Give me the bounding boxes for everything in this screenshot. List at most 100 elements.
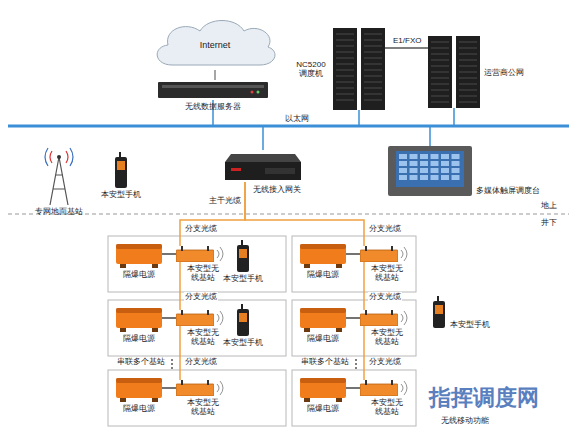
console-key: [441, 175, 449, 180]
device-label: 本安型手机: [101, 190, 141, 199]
power-foot: [336, 264, 342, 268]
base-station: 本安型无线基站: [176, 246, 214, 262]
server-slot: [336, 88, 354, 89]
note-label: 串联多个基站: [116, 357, 166, 366]
server-slot: [459, 54, 477, 55]
phone-body: [433, 301, 445, 328]
device-label: 隔爆电源: [123, 404, 155, 413]
connector: [180, 182, 245, 246]
handset: 本安型手机: [432, 296, 446, 328]
power-body: [116, 378, 162, 398]
connector: [346, 317, 360, 319]
device-label: Internet: [150, 15, 280, 70]
server-slot: [364, 40, 382, 41]
device-label: 本安型无线基站: [370, 398, 404, 416]
station-body: [360, 384, 398, 396]
bs-icon: [176, 380, 214, 396]
station-body: [176, 314, 214, 326]
server-slot: [431, 90, 449, 91]
power-foot: [304, 398, 310, 402]
gateway-ports: [265, 168, 295, 174]
phone-icon: [236, 240, 250, 272]
cable-label: 分支光缆: [184, 292, 218, 301]
device-label: 隔爆电源: [123, 270, 155, 279]
console-key: [431, 168, 439, 173]
console-key: [441, 168, 449, 173]
device-label: 无线接入网关: [253, 185, 301, 194]
station-antenna: [365, 310, 367, 315]
console-key: [420, 161, 428, 166]
device-label: 本安型手机: [223, 274, 263, 283]
station-antenna: [207, 246, 209, 251]
phone-body: [237, 245, 249, 272]
server-slot: [431, 96, 449, 97]
server-slot: [459, 60, 477, 61]
server-tower: [456, 36, 480, 108]
phone-icon: [432, 296, 446, 328]
console-key: [420, 168, 428, 173]
power-icon: [116, 306, 162, 332]
base-station: 本安型无线基站: [360, 310, 398, 326]
power-supply: 隔爆电源: [116, 242, 162, 268]
power-icon: [300, 306, 346, 332]
cable-label: 分支光缆: [368, 224, 402, 233]
server-slot: [459, 102, 477, 103]
rack-strip: [162, 85, 264, 88]
server-tower: [361, 28, 385, 110]
power-lid: [116, 244, 162, 249]
device-label: 隔爆电源: [307, 404, 339, 413]
station-body: [360, 314, 398, 326]
handset: 本安型手机: [114, 152, 128, 188]
server-slot: [459, 78, 477, 79]
ground-base-station: 专网地面基站: [42, 145, 76, 205]
connector: [214, 70, 216, 80]
server-slot: [431, 102, 449, 103]
server-slot: [459, 42, 477, 43]
power-lid: [300, 308, 346, 313]
device-label: 多媒体触屏调度台: [476, 186, 540, 195]
console-key: [420, 154, 428, 159]
power-foot: [120, 264, 126, 268]
server-slot: [459, 96, 477, 97]
server-slot: [364, 100, 382, 101]
device-label: 本安型无线基站: [370, 328, 404, 346]
bs-icon: [360, 380, 398, 396]
data-server: 无线数据服务器: [158, 80, 268, 100]
console-key: [441, 161, 449, 166]
server-slot: [431, 66, 449, 67]
server-slot: [336, 100, 354, 101]
cable-label: 主干光缆: [208, 196, 242, 205]
server-slot: [336, 64, 354, 65]
carrier-network: 运营商公网: [428, 36, 480, 108]
bus-drop: [453, 108, 455, 126]
tower2-icon: [428, 36, 480, 108]
power-foot: [304, 328, 310, 332]
server-slot: [336, 34, 354, 35]
console-key: [399, 168, 407, 173]
connector: [346, 387, 360, 389]
server-slot: [431, 72, 449, 73]
power-foot: [304, 264, 310, 268]
group-frame: [292, 236, 416, 292]
power-foot: [120, 328, 126, 332]
group-frame: [108, 370, 286, 426]
phone-screen: [239, 249, 247, 258]
zone-label: 地上: [540, 201, 558, 210]
base-station: 本安型无线基站: [176, 310, 214, 326]
server-slot: [336, 76, 354, 77]
server-slot: [364, 52, 382, 53]
server-slot: [364, 70, 382, 71]
station-antenna: [207, 310, 209, 315]
power-body: [116, 308, 162, 328]
cable-label: 分支光缆: [368, 292, 402, 301]
group-frame: [108, 236, 286, 292]
server-tower: [333, 28, 357, 110]
gateway-body: [225, 162, 301, 180]
connector: [162, 253, 176, 255]
console-key: [410, 175, 418, 180]
station-antenna: [391, 380, 393, 385]
server-slot: [336, 58, 354, 59]
phone-body: [237, 309, 249, 336]
server-slot: [459, 84, 477, 85]
